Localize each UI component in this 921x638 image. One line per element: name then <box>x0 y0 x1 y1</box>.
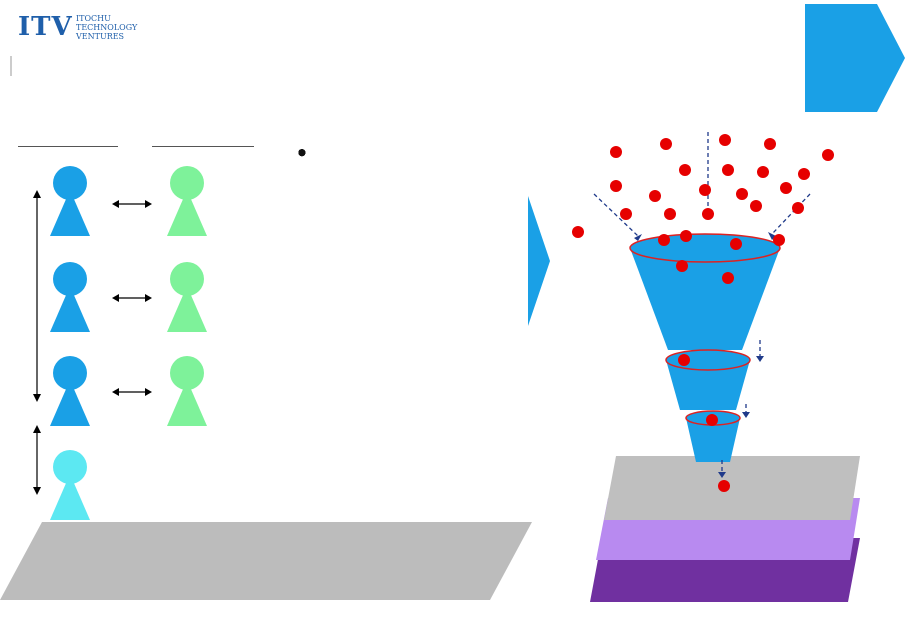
founder-person-icon <box>48 166 92 236</box>
column-underline <box>18 146 118 147</box>
stage-badge-arrow <box>805 4 905 112</box>
logo-mark: ITV <box>18 12 73 42</box>
contact-person-icon <box>165 166 209 236</box>
layer-tools-slab <box>604 456 860 520</box>
contact-person-icon <box>165 262 209 332</box>
founder-person-icon <box>48 262 92 332</box>
candidate-person-icon <box>48 450 92 520</box>
brainstorm-range-arrow <box>33 190 41 402</box>
contact-person-icon <box>165 356 209 426</box>
idea-funnel-diagram <box>572 132 860 602</box>
note-box <box>0 522 532 600</box>
candidate-range-arrow <box>33 425 41 495</box>
column-underline <box>152 146 254 147</box>
header-separator <box>10 56 12 76</box>
founder-person-icon <box>48 356 92 426</box>
meet-arrow-icon <box>112 200 152 208</box>
flow-chevron <box>528 196 550 326</box>
meet-arrow-icon <box>112 294 152 302</box>
meet-arrow-icon <box>112 388 152 396</box>
